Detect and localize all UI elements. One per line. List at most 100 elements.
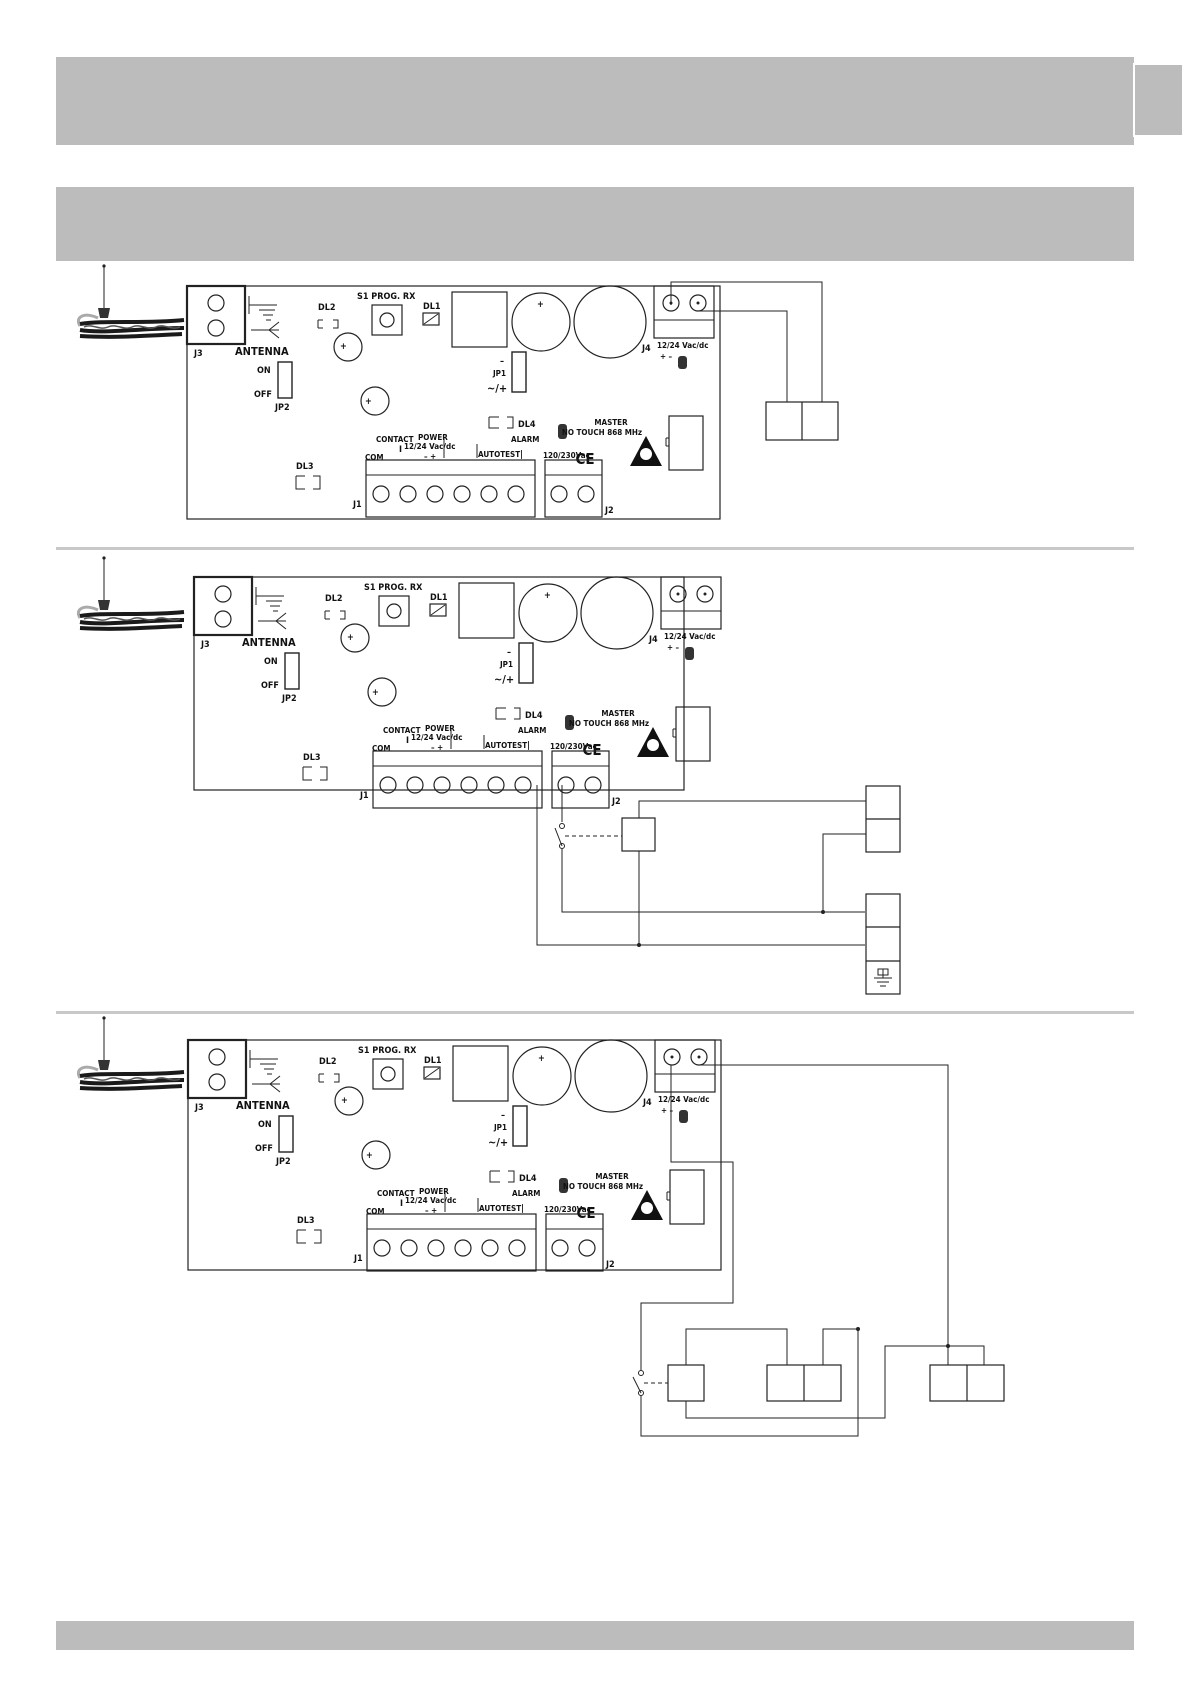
contact-bar: I <box>399 445 402 455</box>
esd-warning-icon <box>631 1190 663 1220</box>
ce-mark: CE <box>582 741 601 759</box>
antenna-icon <box>77 1016 185 1091</box>
master-label: MASTER <box>601 709 635 718</box>
jp2-label: JP2 <box>281 694 297 704</box>
j2-terminal <box>545 1213 604 1272</box>
jp1-label: JP1 <box>493 1123 507 1132</box>
board-outline <box>186 285 721 520</box>
j4-screw <box>696 585 714 603</box>
com-label: COM <box>372 744 391 753</box>
jp2-label: JP2 <box>275 1157 291 1167</box>
contact-label: CONTACT <box>377 1189 415 1198</box>
j3-terminal <box>185 284 247 346</box>
autotest-bar: | <box>520 450 523 460</box>
j4-voltage-label: 12/24 Vac/dc <box>658 1095 709 1104</box>
fuse <box>678 356 687 369</box>
wire <box>822 1328 858 1365</box>
j1-screw <box>507 485 525 503</box>
dl3-label: DL3 <box>297 1216 315 1226</box>
j4-screw <box>669 585 687 603</box>
fuse <box>558 424 567 439</box>
dl2-label: DL2 <box>318 303 336 313</box>
dl4-label: DL4 <box>519 1174 537 1184</box>
j1-screw <box>454 1239 472 1257</box>
ce-mark: CE <box>575 450 594 468</box>
power-polarity-label: – + <box>431 743 443 752</box>
j1-screw <box>460 776 478 794</box>
j1-label: J1 <box>353 1254 363 1264</box>
j2-screw <box>578 1239 596 1257</box>
j1-screw <box>379 776 397 794</box>
autotest-label: AUTOTEST <box>485 741 527 750</box>
mains-label: 120/230Vac <box>543 451 590 460</box>
dl4-led <box>489 1170 515 1183</box>
s1-prog-label: S1 PROG. RX <box>364 583 423 593</box>
wire <box>685 1345 985 1419</box>
header-band <box>56 57 1134 145</box>
j3-terminal <box>192 575 254 637</box>
dl2-label: DL2 <box>325 594 343 604</box>
j1-screw <box>427 1239 445 1257</box>
antenna-label: ANTENNA <box>236 1099 290 1112</box>
fuse <box>559 1178 568 1193</box>
antenna-icon <box>77 556 185 631</box>
capacitor <box>334 1086 364 1116</box>
esd-warning-icon <box>637 727 669 757</box>
j1-label: J1 <box>359 791 369 801</box>
alarm-label: ALARM <box>511 435 539 444</box>
ac-dc-label: ~/+ <box>487 382 507 395</box>
j3-label: J3 <box>200 640 210 650</box>
power-label: POWER <box>425 724 455 733</box>
dl1-led <box>429 603 447 617</box>
j4-terminal <box>653 285 715 339</box>
on-label: ON <box>264 657 278 667</box>
j4-screw <box>663 1048 681 1066</box>
capacitor <box>360 386 390 416</box>
board-outline <box>187 1039 722 1271</box>
j1-terminal <box>372 750 543 809</box>
power-polarity-label: – + <box>424 452 436 461</box>
power-polarity-label: – + <box>425 1206 437 1215</box>
mains-label: 120/230Vac <box>544 1205 591 1214</box>
power-voltage-label: 12/24 Vac/dc <box>411 733 462 742</box>
dl3-label: DL3 <box>303 753 321 763</box>
esd-warning-icon <box>630 436 662 466</box>
dl2-led <box>318 1073 340 1083</box>
capacitor <box>333 332 363 362</box>
s1-button-knob <box>379 312 395 328</box>
radio-module-connector <box>675 706 711 762</box>
earth-icon <box>874 968 892 987</box>
j2-terminal <box>544 459 603 518</box>
ac-dc-label: ~/+ <box>494 673 514 686</box>
section-separator-1 <box>56 547 1134 550</box>
model-label: NO TOUCH 868 MHz <box>563 1182 643 1191</box>
j2-screw <box>577 485 595 503</box>
jp1-label: JP1 <box>499 660 513 669</box>
dl4-led <box>488 416 514 429</box>
on-label: ON <box>257 366 271 376</box>
j2-screw <box>551 1239 569 1257</box>
jp1-jumper <box>511 351 527 393</box>
off-label: OFF <box>255 1144 273 1154</box>
antenna-label: ANTENNA <box>235 345 289 358</box>
wire <box>698 1064 949 1365</box>
lamp-box <box>621 817 656 852</box>
relay <box>451 291 508 348</box>
page-number-box <box>1133 63 1184 137</box>
jp1-label: JP1 <box>492 369 506 378</box>
jp2-label: JP2 <box>274 403 290 413</box>
j1-terminal <box>366 1213 537 1272</box>
wire <box>822 833 866 912</box>
cap-plus: + <box>341 1096 348 1106</box>
contact-bar: I <box>406 736 409 746</box>
dl1-label: DL1 <box>424 1056 442 1066</box>
power-label: POWER <box>419 1187 449 1196</box>
s1-button-knob <box>386 603 402 619</box>
radio-module-connector <box>668 415 704 471</box>
autotest-bar: | <box>527 741 530 751</box>
wiring <box>536 281 1005 1437</box>
j4-terminal <box>654 1039 716 1093</box>
relay <box>452 1045 509 1102</box>
wire <box>536 785 865 946</box>
